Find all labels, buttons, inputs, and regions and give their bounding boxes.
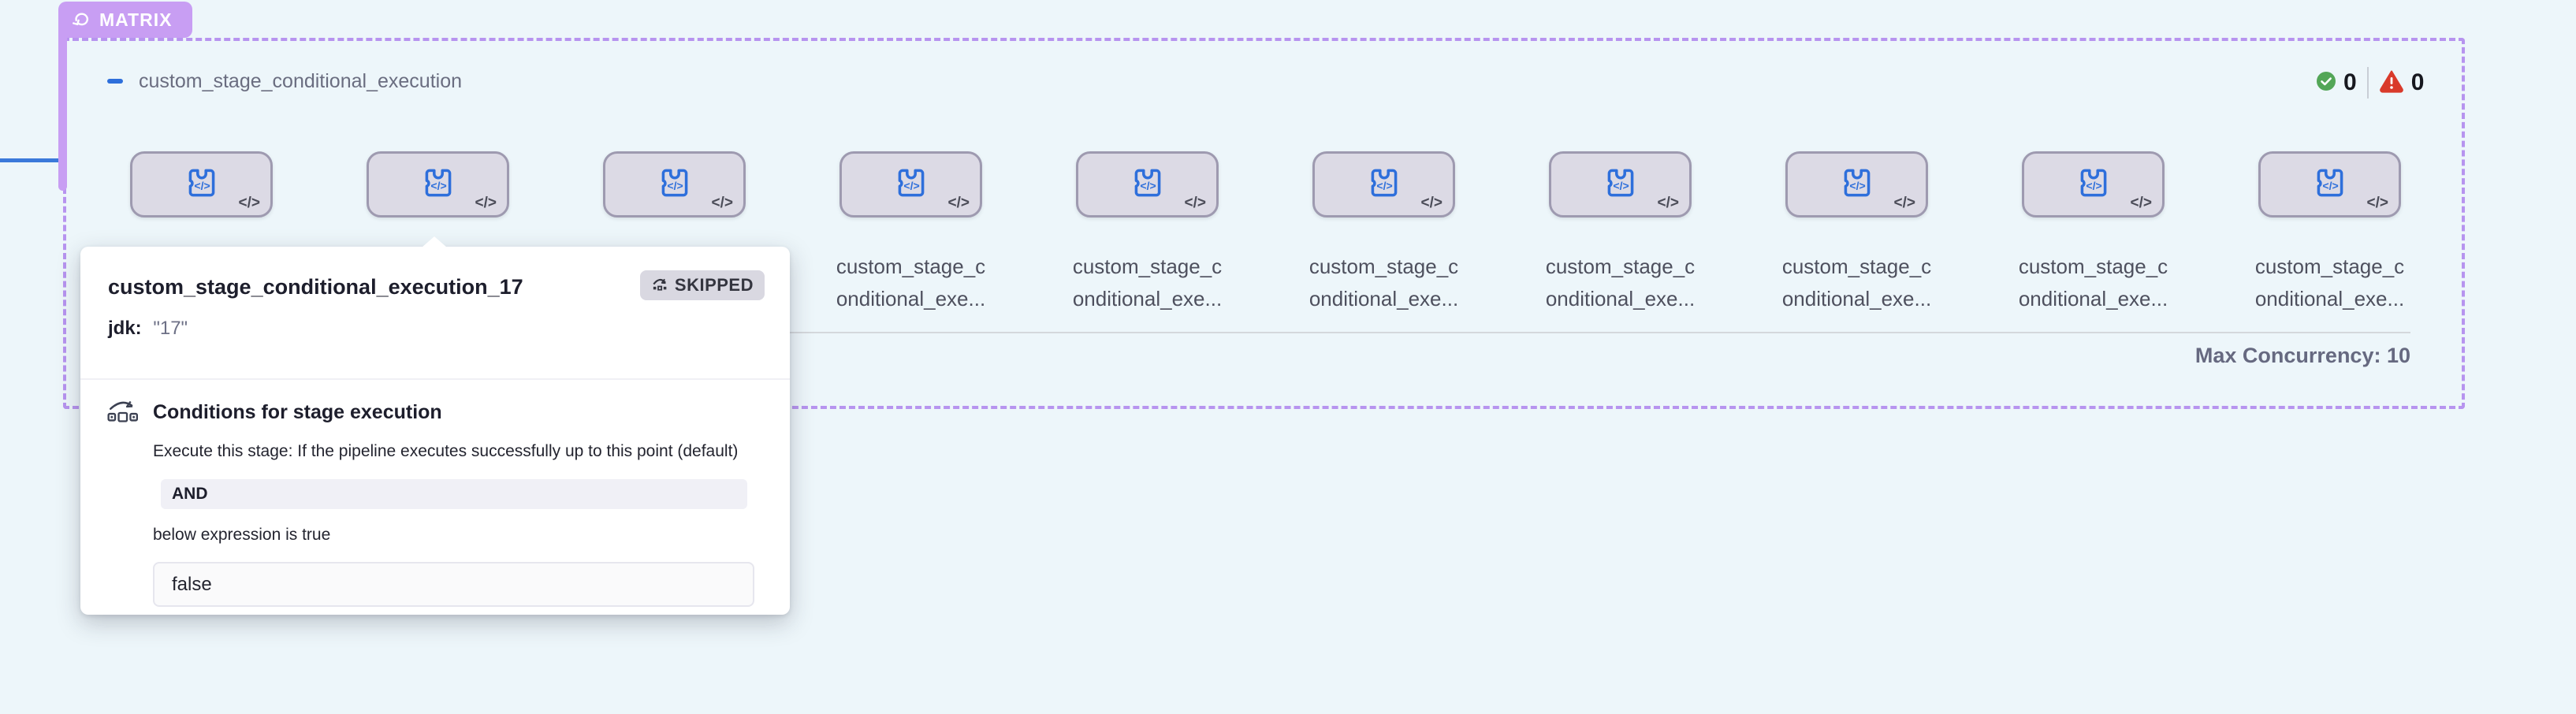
stage-item: </> </> custom_stage_conditional_exe... [1309,151,1458,315]
status-badge-label: SKIPPED [674,275,754,295]
matrix-badge[interactable]: MATRIX [58,2,193,38]
custom-stage-icon: </> [1128,163,1167,206]
custom-stage-card[interactable]: </> </> [1076,151,1219,218]
svg-text:</>: </> [2086,179,2101,192]
stage-label: custom_stage_conditional_exe... [1781,255,1932,311]
expression-value-box: false [153,562,754,607]
conditions-section-title: Conditions for stage execution [153,401,442,423]
custom-stage-icon: </> [655,163,694,206]
svg-text:</>: </> [1613,179,1629,192]
param-value: "17" [153,318,188,339]
popover-stage-title: custom_stage_conditional_execution_17 [108,275,523,299]
counts-divider [2366,67,2369,99]
matrix-group-title: custom_stage_conditional_execution [139,70,462,92]
stage-label: custom_stage_conditional_exe... [1072,255,1223,311]
custom-stage-card[interactable]: </> </> [1549,151,1692,218]
stage-label: custom_stage_conditional_exe... [1545,255,1696,311]
stage-item: </> </> custom_stage_conditional_exe... [2019,151,2168,315]
success-count: 0 [2343,69,2357,95]
stage-item: </> </> custom_stage_conditional_exe... [1546,151,1695,315]
code-glyph-icon: </> [711,195,733,211]
custom-stage-icon: </> [182,163,221,206]
custom-stage-icon: </> [2310,163,2350,206]
svg-text:</>: </> [1140,179,1156,192]
stage-parameter: jdk: "17" [108,318,188,340]
error-count: 0 [2410,69,2425,95]
conditional-execution-icon [106,396,140,433]
code-glyph-icon: </> [1893,195,1915,211]
custom-stage-icon: </> [1601,163,1640,206]
stage-item: </> </> custom_stage_conditional_exe... [1073,151,1222,315]
custom-stage-icon: </> [892,163,931,206]
code-glyph-icon: </> [2130,195,2152,211]
matrix-badge-strip [58,36,67,191]
max-concurrency-divider [95,332,2410,333]
custom-stage-card[interactable]: </> </> [130,151,273,218]
custom-stage-card[interactable]: </> </> [2258,151,2401,218]
stage-item: </> </> custom_stage_conditional_exe... [1782,151,1931,315]
stage-label: custom_stage_conditional_exe... [2018,255,2168,311]
status-counts: 0 0 [2316,66,2424,99]
stage-label: custom_stage_conditional_exe... [2254,255,2405,311]
popover-divider [80,378,790,380]
code-glyph-icon: </> [2366,195,2388,211]
matrix-loop-icon [71,8,91,32]
stage-item: </> </> custom_stage_conditional_exe... [836,151,985,315]
custom-stage-card[interactable]: </> </> [1312,151,1455,218]
stage-item: </> </> custom_stage_conditional_exe... [2255,151,2404,315]
code-glyph-icon: </> [1420,195,1442,211]
matrix-stage-container [63,38,2465,409]
stage-label: custom_stage_conditional_exe... [1308,255,1459,311]
matrix-badge-label: MATRIX [99,9,173,30]
custom-stage-card[interactable]: </> </> [1785,151,1928,218]
param-key: jdk: [108,318,142,339]
code-glyph-icon: </> [238,195,260,211]
custom-stage-icon: </> [1837,163,1877,206]
custom-stage-card[interactable]: </> </> [2022,151,2165,218]
stage-details-popover: custom_stage_conditional_execution_17 SK… [80,236,790,615]
popover-arrow [422,236,447,247]
conditions-description: Execute this stage: If the pipeline exec… [153,442,739,460]
code-glyph-icon: </> [947,195,970,211]
code-glyph-icon: </> [1657,195,1679,211]
success-check-icon [2316,71,2336,95]
custom-stage-card[interactable]: </> </> [367,151,509,218]
svg-text:</>: </> [667,179,683,192]
expression-note: below expression is true [153,526,331,544]
svg-text:</>: </> [194,179,210,192]
code-glyph-icon: </> [1184,195,1206,211]
status-badge: SKIPPED [639,270,765,300]
svg-text:</>: </> [903,179,919,192]
svg-text:</>: </> [1849,179,1865,192]
svg-text:</>: </> [2322,179,2338,192]
error-warning-icon [2379,69,2404,97]
custom-stage-icon: </> [1364,163,1404,206]
max-concurrency-label: Max Concurrency: 10 [2194,344,2410,367]
skipped-icon [651,275,668,296]
custom-stage-icon: </> [2074,163,2113,206]
code-glyph-icon: </> [475,195,497,211]
stage-label: custom_stage_conditional_exe... [836,255,986,311]
svg-text:</>: </> [1376,179,1392,192]
custom-stage-card[interactable]: </> </> [603,151,746,218]
pipeline-connector-line [0,158,63,162]
custom-stage-card[interactable]: </> </> [839,151,982,218]
svg-text:</>: </> [430,179,446,192]
custom-stage-icon: </> [419,163,458,206]
operator-bar: AND [161,479,747,509]
collapse-toggle-icon[interactable] [107,79,123,84]
